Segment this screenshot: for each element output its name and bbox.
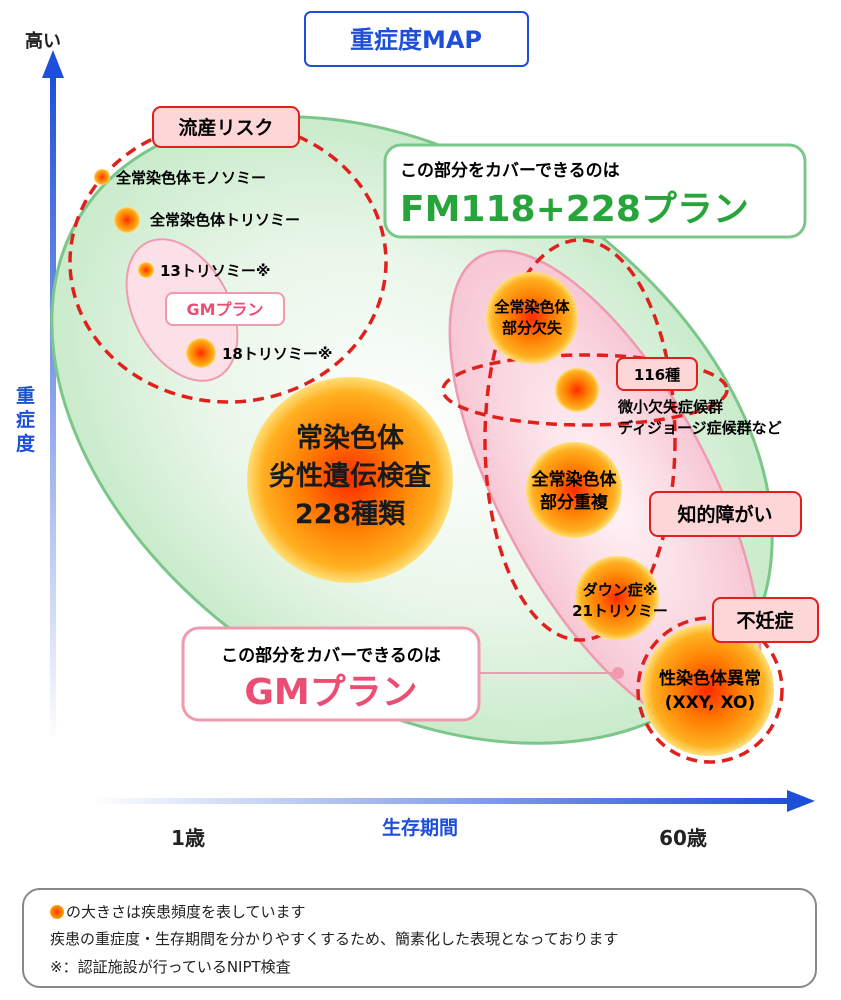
label-sex-2: (XXY, XO): [665, 693, 756, 713]
orb-recessive: [247, 377, 453, 583]
infertility-region: [636, 616, 784, 764]
y-axis-high-label: 高い: [25, 30, 61, 52]
x-axis-left-label: 1歳: [171, 826, 205, 850]
note-line-2: 疾患の重症度・生存期間を分かりやすくするため、簡素化した表現となっております: [50, 930, 619, 948]
label-down-1: ダウン症※: [583, 581, 658, 599]
label-trisomy: 全常染色体トリソミー: [149, 211, 300, 229]
label-recessive-1: 常染色体: [296, 422, 405, 454]
orb-duplication: [526, 442, 622, 538]
label-tri13: 13トリソミー※: [160, 262, 270, 280]
tag-miscarriage-box: [152, 106, 300, 148]
type116-region: [441, 353, 729, 427]
tag-gm-plan: GMプラン: [186, 300, 263, 319]
orb-deletion: [486, 272, 578, 364]
x-axis-arrow-icon: [787, 790, 815, 812]
y-axis-label-2: 症: [16, 408, 35, 431]
label-micro-2: ディジョージ症候群など: [618, 419, 782, 437]
fm-callout-line1: この部分をカバーできるのは: [400, 160, 620, 181]
note-line-3: ※：認証施設が行っているNIPT検査: [50, 958, 291, 976]
gm-callout-box: [181, 626, 481, 722]
orb-trisomy: [114, 207, 140, 233]
tag-116: 116種: [634, 366, 680, 384]
label-sex-1: 性染色体異常: [659, 668, 761, 689]
label-tri18: 18トリソミー※: [222, 345, 332, 363]
label-dup-1: 全常染色体: [531, 469, 618, 490]
orb-sex: [642, 624, 774, 756]
tag-116-box: [616, 357, 698, 391]
intellectual-region: [483, 238, 677, 642]
label-recessive-2: 劣性遺伝検査: [269, 461, 431, 492]
page-title: 重症度MAP: [350, 26, 482, 54]
notes-box: の大きさは疾患頻度を表しています 疾患の重症度・生存期間を分かりやすくするため、…: [22, 888, 817, 988]
y-axis-label-1: 重: [16, 385, 35, 407]
label-dup-2: 部分重複: [540, 492, 609, 513]
gm-callout-line1: この部分をカバーできるのは: [221, 645, 441, 666]
orb-micro: [555, 368, 599, 412]
orb-tri18: [186, 338, 216, 368]
gm-callout-connector-dot: [612, 667, 624, 679]
tag-intellectual-box: [649, 491, 802, 537]
tag-miscarriage: 流産リスク: [178, 116, 273, 139]
x-axis: [90, 798, 790, 804]
label-micro-1: 微小欠失症候群: [617, 398, 723, 416]
y-axis-arrow-icon: [42, 50, 64, 78]
x-axis-label: 生存期間: [382, 816, 458, 839]
severity-map-diagram: 高い 重 症 度 生存期間 1歳 60歳 重症度MAP 全常染色体モノソミー 全…: [16, 11, 819, 850]
tag-intellectual: 知的障がい: [677, 503, 772, 526]
label-deletion-2: 部分欠失: [502, 319, 563, 337]
tag-infertility: 不妊症: [736, 609, 793, 632]
fm-callout-line2: FM118+228プラン: [400, 189, 749, 230]
x-axis-right-label: 60歳: [659, 826, 707, 850]
orb-legend-icon: [50, 905, 64, 919]
label-monosomy: 全常染色体モノソミー: [115, 169, 266, 187]
label-recessive-3: 228種類: [295, 499, 406, 530]
label-deletion-1: 全常染色体: [493, 298, 570, 316]
tag-infertility-box: [712, 597, 819, 643]
orb-monosomy: [94, 169, 110, 185]
tag-gm-plan-box: [165, 292, 285, 326]
note-line-1-text: の大きさは疾患頻度を表しています: [66, 903, 306, 921]
title-box: [304, 11, 529, 67]
note-line-1: の大きさは疾患頻度を表しています: [50, 901, 306, 922]
orb-down: [575, 556, 659, 640]
y-axis: [50, 75, 56, 745]
label-down-2: 21トリソミー: [572, 602, 668, 620]
y-axis-label-3: 度: [16, 432, 36, 455]
orb-tri13: [138, 262, 154, 278]
fm-callout-box: [383, 143, 807, 239]
gm-callout-line2: GMプラン: [244, 672, 417, 713]
